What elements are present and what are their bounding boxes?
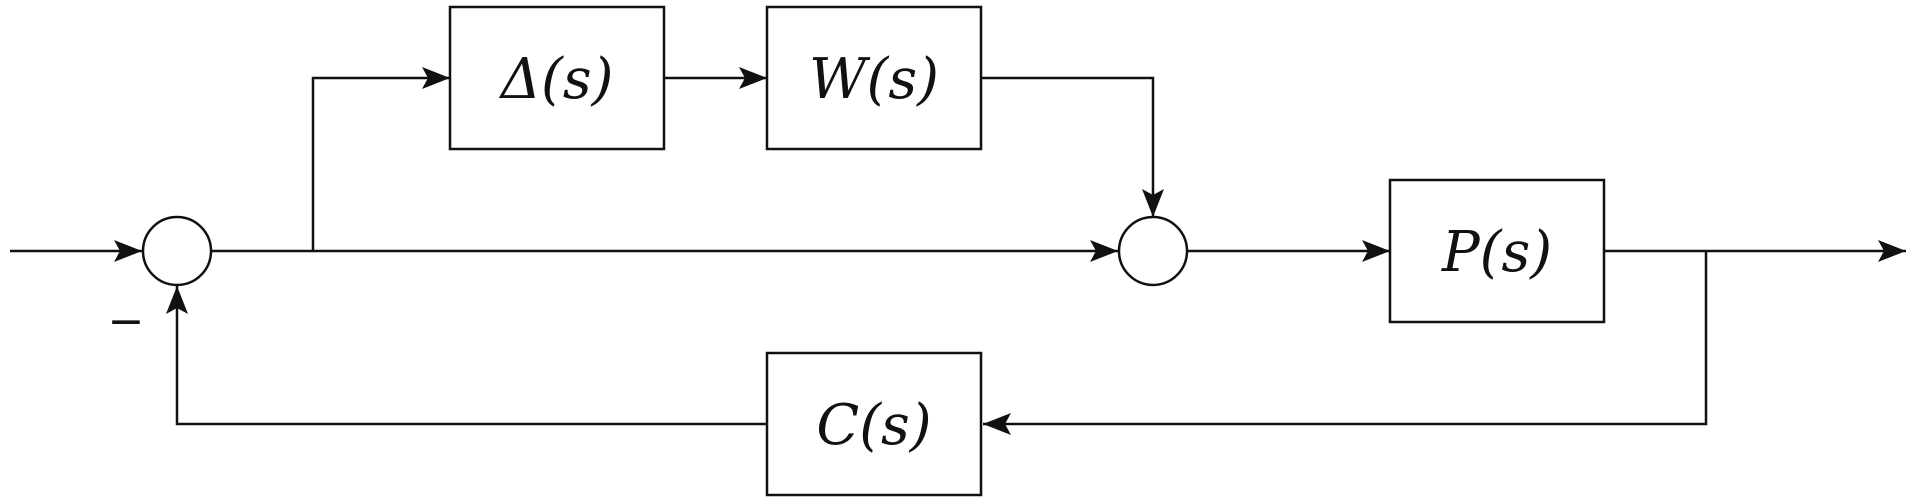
arrowhead-into-junction-1: [114, 240, 142, 262]
arrowhead-into-junction-1-bottom: [166, 286, 188, 314]
arrowhead-into-w: [739, 67, 767, 89]
arrowhead-into-c: [983, 413, 1011, 435]
arrowhead-into-delta: [422, 67, 450, 89]
w-block: W(s): [765, 5, 983, 151]
arrowhead-output: [1878, 240, 1906, 262]
minus-sign: −: [108, 296, 145, 347]
wire-w-to-junction: [981, 76, 1155, 217]
wire-c-to-junction: [175, 286, 767, 426]
summing-junction-1: [141, 215, 213, 287]
c-block: C(s): [765, 351, 983, 497]
p-block: P(s): [1388, 178, 1606, 324]
arrowhead-into-p: [1362, 240, 1390, 262]
delta-block: Δ(s): [448, 5, 666, 151]
w-block-label: W(s): [809, 47, 939, 112]
delta-block-label: Δ(s): [499, 47, 614, 112]
summing-junction-2: [1117, 215, 1189, 287]
arrowhead-into-junction-2-top: [1142, 189, 1164, 217]
wire-branch-to-delta: [311, 76, 450, 251]
c-block-label: C(s): [816, 393, 931, 458]
arrowhead-into-junction-2-left: [1090, 240, 1118, 262]
wire-feedback-to-c: [983, 251, 1708, 426]
p-block-label: P(s): [1441, 220, 1552, 285]
